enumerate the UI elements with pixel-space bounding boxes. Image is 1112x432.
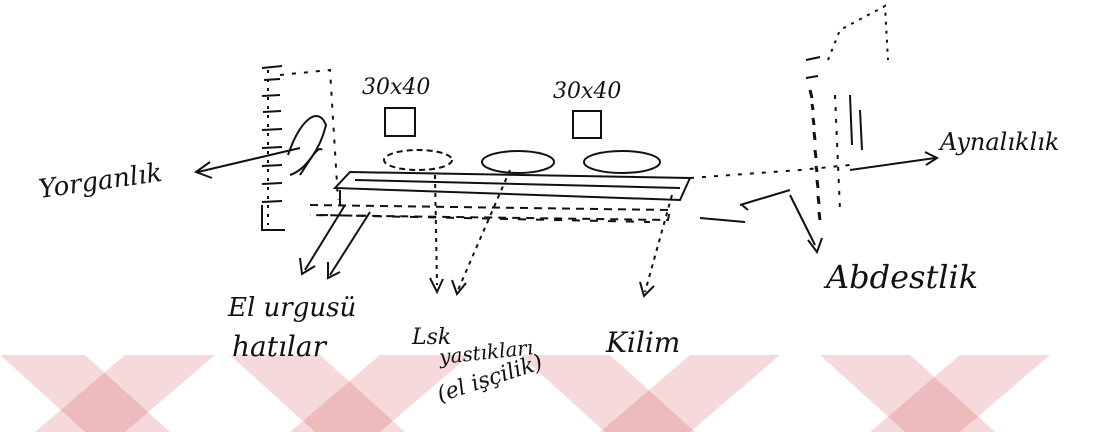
label-el-urgusu-line1: El urgusü — [227, 293, 356, 323]
watermark — [0, 355, 1050, 432]
bench-platform — [309, 170, 692, 223]
label-abdestlik: Abdestlik — [823, 258, 978, 296]
label-el-urgusu-line2: hatılar — [232, 330, 328, 363]
label-kilim: Kilim — [605, 326, 680, 359]
cushions — [383, 149, 661, 174]
left-frame-dimension: 30x40 — [362, 75, 430, 100]
right-wall — [689, 4, 889, 223]
left-wall-stack — [261, 65, 339, 231]
label-yastik-line1: Lsk — [411, 325, 451, 350]
frame-right — [572, 110, 602, 139]
frame-left — [384, 107, 416, 137]
arrows — [193, 147, 940, 298]
label-yorganlik: Yorganlık — [37, 158, 164, 205]
right-frame-dimension: 30x40 — [553, 79, 621, 104]
label-aynalik: Aynalıklık — [938, 128, 1059, 156]
